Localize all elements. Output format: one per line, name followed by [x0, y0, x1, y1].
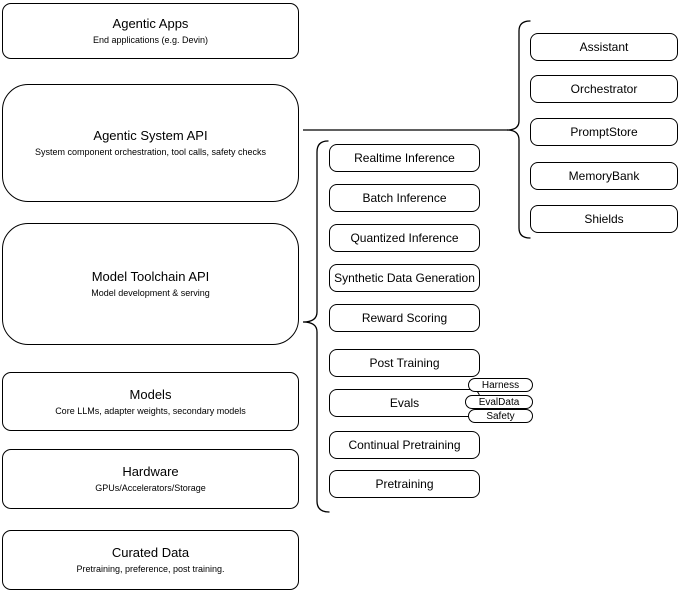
- node-assistant: Assistant: [530, 33, 678, 61]
- tag-label: EvalData: [478, 396, 520, 408]
- node-batch-inference: Batch Inference: [329, 184, 480, 212]
- node-shields: Shields: [530, 205, 678, 233]
- node-promptstore: PromptStore: [530, 118, 678, 146]
- tag-label: Harness: [481, 379, 520, 391]
- node-continual-pretraining: Continual Pretraining: [329, 431, 480, 459]
- node-model-toolchain-api: Model Toolchain API Model development & …: [2, 223, 299, 345]
- node-title: Agentic Apps: [112, 16, 189, 31]
- node-label: Reward Scoring: [361, 311, 448, 325]
- node-label: PromptStore: [570, 125, 638, 139]
- node-subtitle: GPUs/Accelerators/Storage: [95, 483, 206, 493]
- node-agentic-apps: Agentic Apps End applications (e.g. Devi…: [2, 3, 299, 59]
- node-subtitle: Model development & serving: [91, 288, 210, 298]
- node-hardware: Hardware GPUs/Accelerators/Storage: [2, 449, 299, 509]
- tag-harness: Harness: [468, 378, 533, 392]
- node-label: Assistant: [579, 40, 629, 54]
- node-memorybank: MemoryBank: [530, 162, 678, 190]
- node-realtime-inference: Realtime Inference: [329, 144, 480, 172]
- node-label: Batch Inference: [362, 191, 447, 205]
- node-subtitle: System component orchestration, tool cal…: [34, 147, 267, 157]
- node-label: Shields: [584, 212, 624, 226]
- node-orchestrator: Orchestrator: [530, 75, 678, 103]
- tag-evaldata: EvalData: [465, 395, 533, 409]
- node-models: Models Core LLMs, adapter weights, secon…: [2, 372, 299, 431]
- node-title: Hardware: [122, 464, 179, 479]
- node-curated-data: Curated Data Pretraining, preference, po…: [2, 530, 299, 590]
- node-subtitle: End applications (e.g. Devin): [92, 35, 209, 45]
- node-subtitle: Core LLMs, adapter weights, secondary mo…: [55, 405, 246, 416]
- node-title: Curated Data: [111, 545, 190, 560]
- tag-safety: Safety: [468, 409, 533, 423]
- node-evals: Evals: [329, 389, 480, 417]
- node-label: Pretraining: [375, 477, 434, 491]
- node-label: Orchestrator: [570, 82, 638, 96]
- node-title: Model Toolchain API: [91, 269, 210, 284]
- node-label: Post Training: [369, 356, 440, 370]
- node-title: Agentic System API: [93, 128, 208, 143]
- node-label: Quantized Inference: [350, 231, 459, 245]
- node-pretraining: Pretraining: [329, 470, 480, 498]
- node-label: Realtime Inference: [354, 151, 455, 165]
- node-quantized-inference: Quantized Inference: [329, 224, 480, 252]
- node-label: Continual Pretraining: [348, 438, 461, 452]
- node-agentic-system-api: Agentic System API System component orch…: [2, 84, 299, 202]
- node-reward-scoring: Reward Scoring: [329, 304, 480, 332]
- brace-system-components: [506, 20, 531, 239]
- brace-toolchain-items: [302, 140, 330, 513]
- node-label: Evals: [389, 396, 420, 410]
- tag-label: Safety: [486, 410, 515, 422]
- node-title: Models: [129, 386, 172, 402]
- node-label: Synthetic Data Generation: [334, 271, 475, 285]
- node-synthetic-data-generation: Synthetic Data Generation: [329, 264, 480, 292]
- node-label: MemoryBank: [568, 169, 640, 183]
- node-subtitle: Pretraining, preference, post training.: [76, 564, 225, 574]
- node-post-training: Post Training: [329, 349, 480, 377]
